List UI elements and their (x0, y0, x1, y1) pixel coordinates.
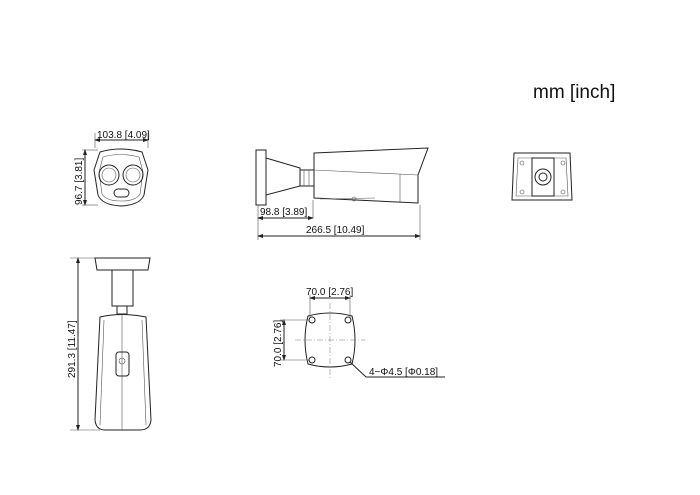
front-width-dim: 103.8 [4.09] (97, 130, 150, 141)
bottom-height-dim: 291.3 [11.47] (67, 320, 78, 378)
side-view (255, 147, 429, 240)
rear-view (511, 152, 573, 201)
hole-dim: 4−Φ4.5 [Φ0.18] (369, 367, 438, 378)
side-bracket-dim: 98.8 [3.89] (260, 207, 307, 218)
bottom-view (70, 257, 152, 431)
units-label: mm [inch] (533, 82, 615, 103)
plate-width-dim: 70.0 [2.76] (306, 287, 353, 298)
plate-height-dim: 70.0 [2.76] (273, 320, 284, 367)
front-height-dim: 96.7 [3.81] (74, 158, 85, 205)
front-view (82, 133, 149, 207)
side-length-dim: 266.5 [10.49] (306, 225, 365, 236)
mount-plate-view (280, 295, 445, 378)
